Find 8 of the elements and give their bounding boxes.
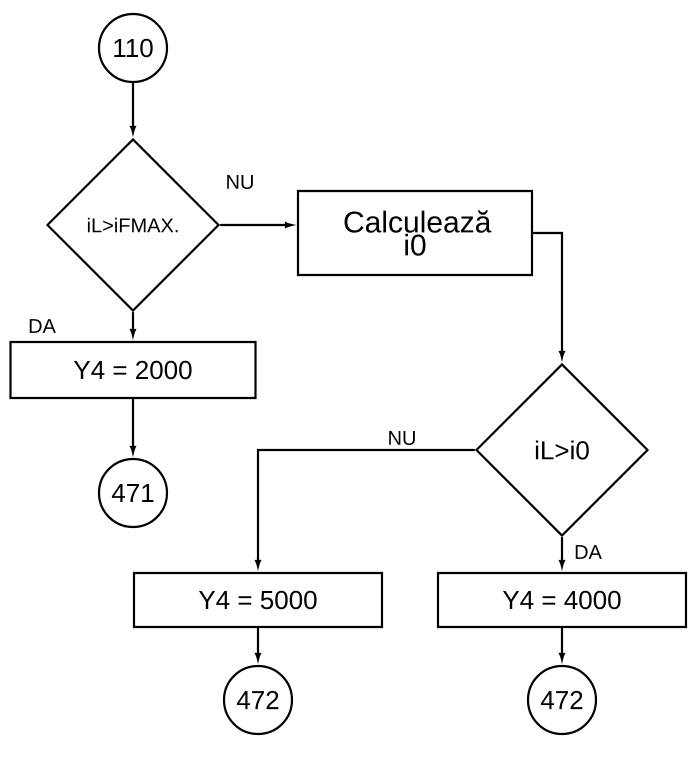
process-box: Y4 = 2000: [9, 340, 257, 400]
edge-label: NU: [386, 430, 418, 446]
edge-label: NU: [224, 174, 256, 190]
process-box: Y4 = 4000: [436, 572, 688, 628]
edge-label: DA: [573, 544, 603, 560]
process-box: Y4 = 5000: [132, 572, 384, 628]
edge-label: DA: [27, 318, 57, 334]
process-box: Calculează i0: [296, 190, 534, 276]
